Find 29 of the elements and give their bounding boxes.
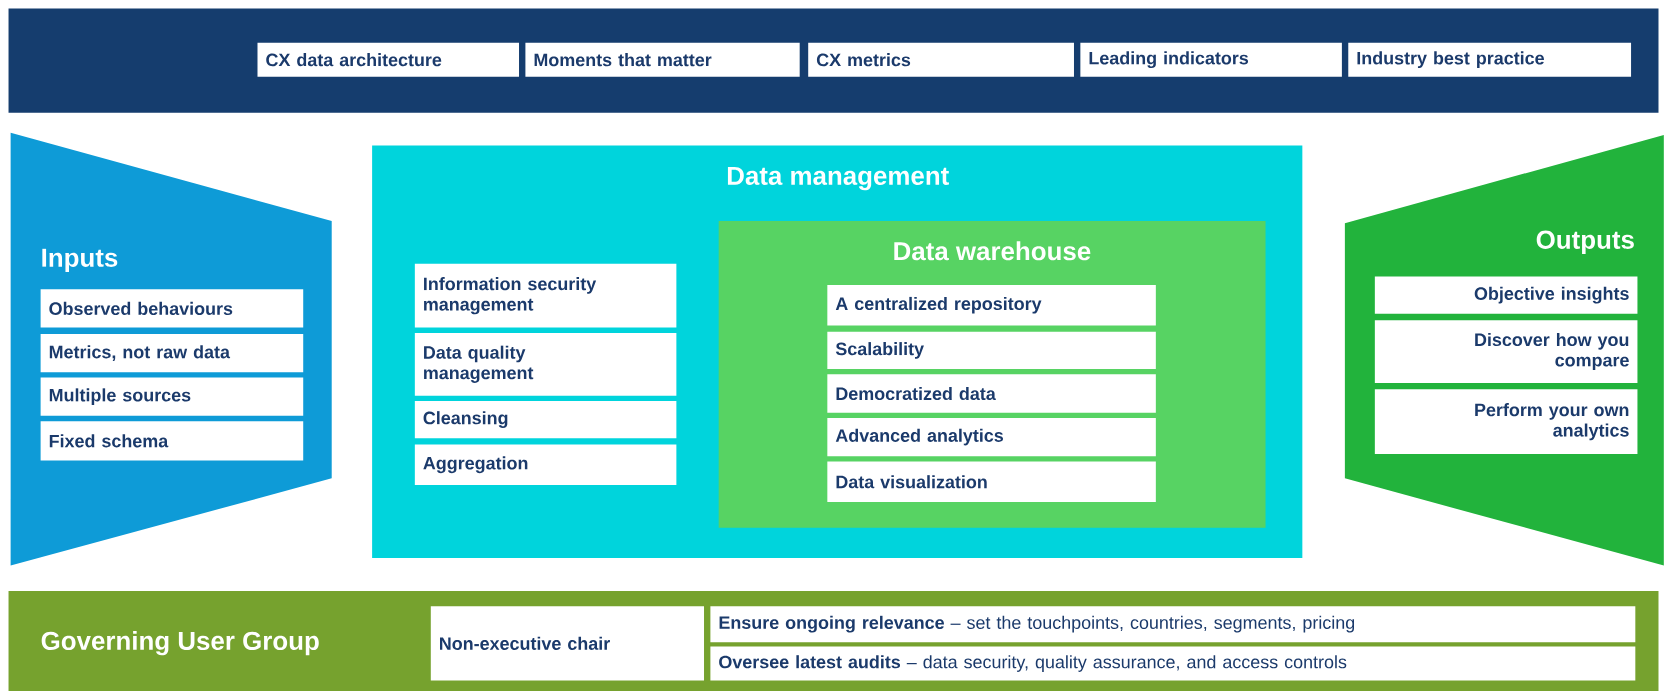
item-box: Data visualization: [827, 461, 1156, 502]
item-box: Non-executive chair: [430, 606, 704, 681]
item-box: Democratized data: [827, 374, 1156, 413]
item-box: A centralized repository: [827, 285, 1156, 326]
item-box: Objective insights: [1374, 276, 1638, 314]
item-box: Scalability: [827, 331, 1156, 370]
item-box: Discover how you compare: [1374, 320, 1638, 383]
panel-heading: Outputs: [1536, 230, 1634, 255]
item-box: Data quality management: [414, 332, 677, 396]
panel-heading: Governing User Group: [41, 631, 319, 656]
item-box: Fixed schema: [40, 421, 304, 461]
item-box: Multiple sources: [40, 377, 304, 416]
item-box: Industry best practice: [1348, 42, 1632, 77]
item-box: Aggregation: [414, 444, 677, 485]
item-box: Moments that matter: [525, 42, 800, 77]
item-box: Perform your own analytics: [1374, 389, 1638, 455]
item-box: Oversee latest audits – data security, quality assurance, and access controls: [710, 646, 1636, 681]
item-box: Advanced analytics: [827, 417, 1156, 457]
panel-heading: Data warehouse: [894, 241, 1091, 261]
item-box: Metrics, not raw data: [40, 333, 304, 373]
item-box: Leading indicators: [1080, 42, 1342, 77]
panel-heading: Inputs: [42, 248, 118, 272]
item-box: Cleansing: [414, 400, 677, 439]
item-box: Ensure ongoing relevance – set the touchpoints, countries, segments, pricing: [710, 606, 1636, 643]
item-box: Information security management: [414, 263, 677, 328]
item-box: CX data architecture: [257, 42, 519, 77]
item-box: CX metrics: [808, 42, 1074, 77]
panel-heading: Data management: [727, 166, 949, 191]
item-box: Observed behaviours: [40, 289, 304, 328]
